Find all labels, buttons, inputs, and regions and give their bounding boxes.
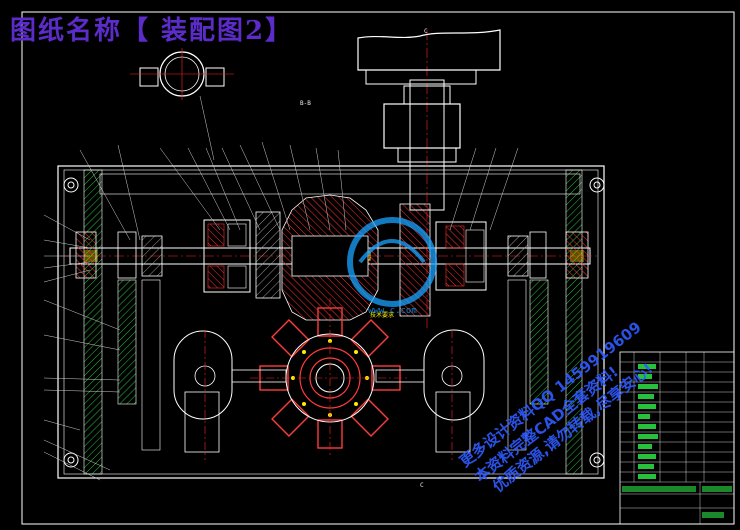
view-mark-top: C	[424, 28, 428, 35]
drawing-frame	[21, 11, 735, 525]
tech-requirements-header: 技术要求	[370, 312, 395, 319]
motor-body	[357, 29, 501, 85]
view-mark-bottom: C	[420, 482, 424, 489]
pipe-clamp-detail	[130, 48, 234, 161]
side-plates	[117, 279, 549, 451]
lower-output-shaft-right	[423, 329, 485, 460]
input-shaft	[383, 30, 461, 330]
section-label: B-B	[300, 100, 311, 107]
central-gear-section	[281, 194, 379, 321]
connecting-rods	[231, 369, 425, 383]
part-leader-lines	[43, 141, 519, 481]
left-end-cap	[75, 231, 163, 279]
drawing-title: 图纸名称【 装配图2】	[10, 16, 294, 46]
logo-watermark	[347, 217, 437, 307]
lower-output-shaft-left	[173, 330, 233, 460]
title-block	[619, 351, 735, 525]
left-bearing	[203, 211, 281, 299]
watermark-brand: www.c.com	[368, 306, 417, 316]
right-end-cap	[507, 231, 589, 279]
corner-bolt	[63, 177, 605, 468]
star-gear	[250, 298, 410, 458]
